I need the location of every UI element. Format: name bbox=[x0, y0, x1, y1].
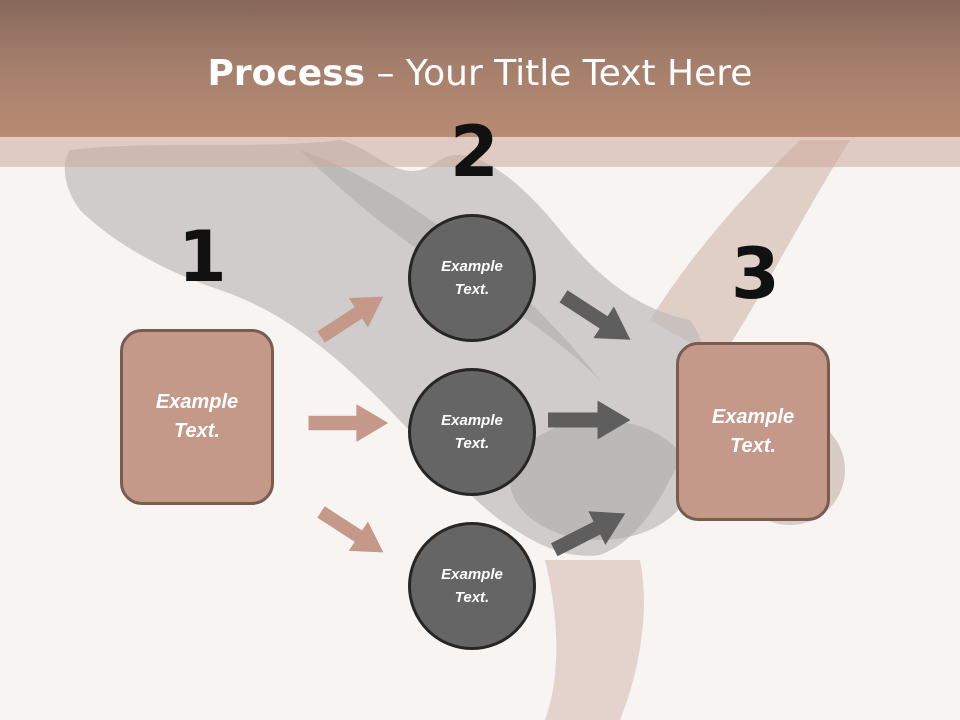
step-3-text: Example Text. bbox=[711, 405, 795, 457]
step-2-text: Example Text. bbox=[441, 258, 503, 298]
arrow-icon bbox=[550, 511, 626, 557]
step-1-box: Example Text. bbox=[120, 329, 274, 505]
arrow-icon bbox=[308, 404, 389, 442]
step-2-circle: Example Text. bbox=[408, 214, 536, 342]
title-bar bbox=[0, 0, 960, 137]
step-1-text: Example Text. bbox=[155, 391, 239, 442]
step-number-1: 1 bbox=[178, 216, 227, 298]
step-number-3: 3 bbox=[731, 233, 780, 315]
title-bar-band bbox=[0, 137, 960, 167]
title-bold: Process bbox=[207, 53, 366, 94]
arrow-icon bbox=[317, 506, 384, 553]
step-2-text: Example Text. bbox=[441, 412, 503, 452]
step-2-circle: Example Text. bbox=[408, 522, 536, 650]
arrow-icon bbox=[559, 290, 631, 340]
step-2-text: Example Text. bbox=[441, 566, 503, 606]
title-rest: – Your Title Text Here bbox=[365, 53, 753, 94]
step-number-2: 2 bbox=[450, 111, 499, 193]
arrow-icon bbox=[548, 400, 631, 440]
slide-title: Process – Your Title Text Here bbox=[0, 52, 960, 96]
arrow-icon bbox=[317, 296, 384, 343]
step-2-circle: Example Text. bbox=[408, 368, 536, 496]
step-3-box: Example Text. bbox=[676, 342, 830, 521]
